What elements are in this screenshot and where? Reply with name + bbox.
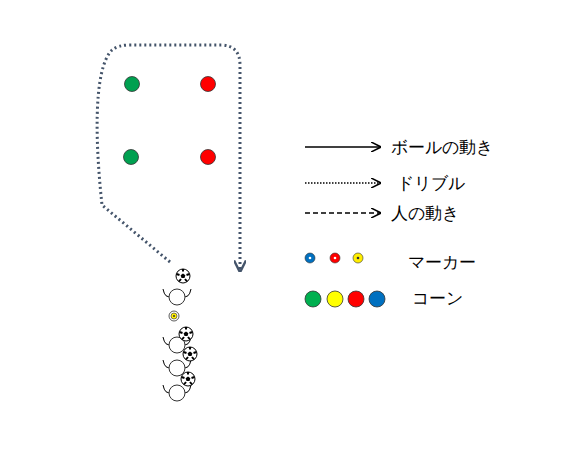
player-line [163, 269, 197, 401]
marker-sample [305, 253, 363, 263]
cone [125, 77, 140, 92]
ball-move-sample [305, 146, 380, 148]
legend-text: コーン [412, 288, 463, 308]
legend-text: 人の動き [391, 203, 459, 223]
legend-text: ドリブル [397, 173, 465, 193]
cone-sample [305, 291, 385, 307]
cone [124, 150, 139, 165]
legend-text: ボールの動き [391, 137, 493, 157]
person-move-sample [305, 212, 380, 214]
dribble-sample [305, 182, 380, 184]
cone [201, 77, 216, 92]
cone [201, 150, 216, 165]
legend-text: マーカー [408, 252, 476, 272]
dribble-path [97, 45, 240, 270]
